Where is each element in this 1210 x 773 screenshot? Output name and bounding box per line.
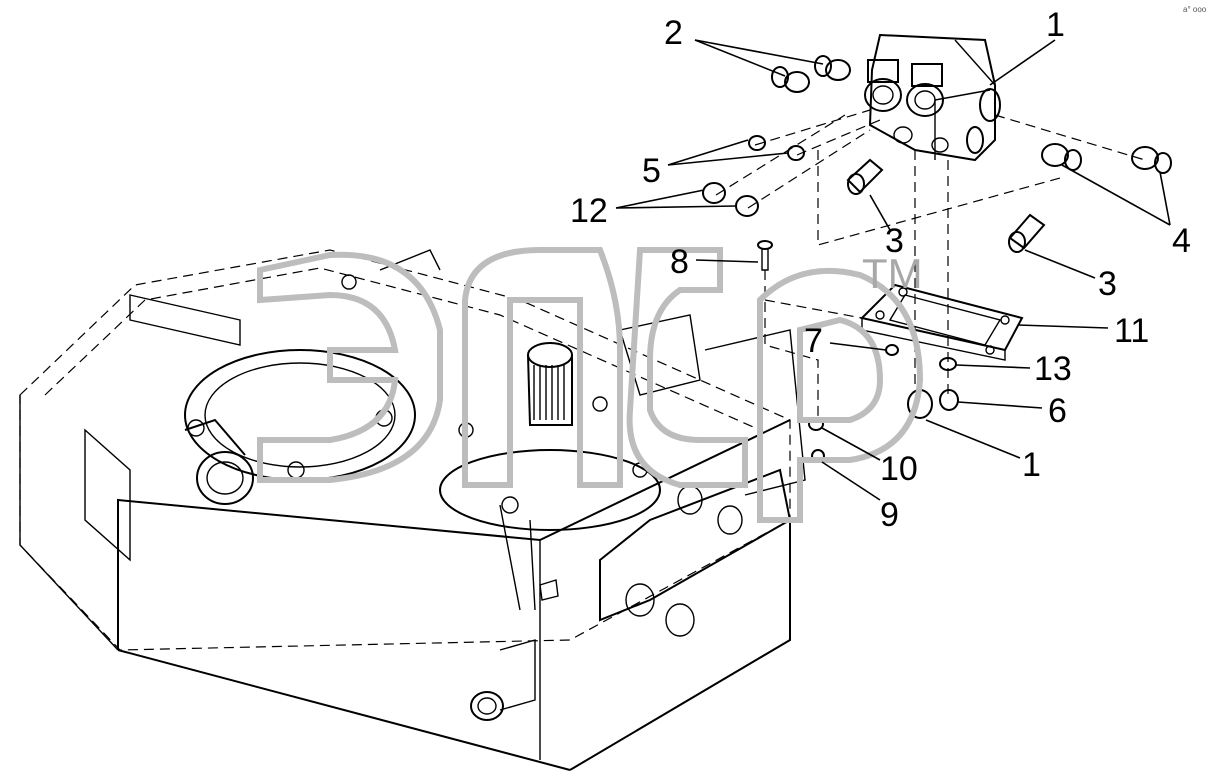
hydraulic-tank: [19, 249, 791, 771]
callout-7: 7: [804, 322, 823, 360]
fitting-6: [939, 389, 959, 411]
watermark: TM: [257, 247, 924, 523]
fittings-4: [1041, 143, 1172, 174]
callout-11: 11: [1114, 312, 1149, 350]
callout-1-top: 1: [1046, 6, 1065, 44]
callout-10: 10: [880, 450, 918, 488]
callout-13: 13: [1034, 350, 1072, 388]
assembly-lines: [715, 109, 1146, 420]
callout-4: 4: [1172, 222, 1191, 260]
callout-6: 6: [1048, 392, 1067, 430]
callout-2: 2: [664, 14, 683, 52]
corner-mark: a° ooo: [1183, 5, 1207, 14]
fittings-3: [846, 158, 1046, 253]
callout-9: 9: [880, 496, 899, 534]
callout-3a: 3: [885, 222, 904, 260]
mounting-plate-11: [860, 283, 1024, 361]
leader-lines: [615, 39, 1171, 501]
watermark-trademark: TM: [862, 250, 923, 297]
nut-7: [885, 344, 899, 356]
filter-breather: [439, 342, 661, 611]
solenoid-valve-block: [864, 33, 1001, 162]
bolt-8: [757, 240, 773, 271]
plugs-12: [702, 182, 759, 217]
callout-1-bottom: 1: [1022, 446, 1041, 484]
callout-8: 8: [670, 243, 689, 281]
pump-flange-assembly: [184, 249, 441, 505]
callout-12: 12: [570, 192, 608, 230]
callout-5: 5: [642, 152, 661, 190]
callouts: 1 2 5 12 3 4 3 8 11 7 13 6 1 10 9: [570, 6, 1191, 534]
fittings-2: [771, 55, 851, 93]
callout-3b: 3: [1098, 265, 1117, 303]
